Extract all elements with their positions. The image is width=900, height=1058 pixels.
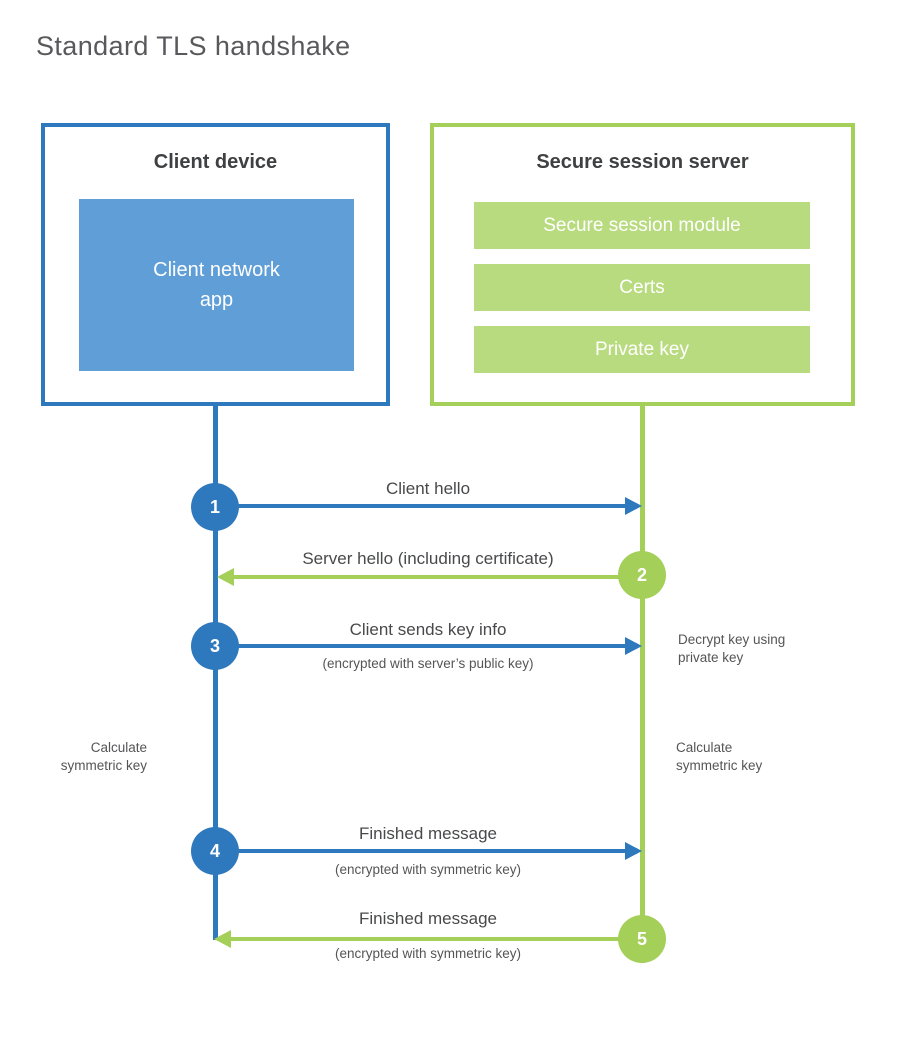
message-sublabel-finished-server: (encrypted with symmetric key) (334, 946, 522, 961)
note-calculate-symmetric-right: Calculate symmetric key (676, 740, 763, 773)
message-label-server-hello: Server hello (including certificate) (302, 549, 554, 568)
step-circle-3: 3 (191, 622, 239, 670)
message-label-finished-client: Finished message (359, 824, 497, 843)
step-circle-2: 2 (618, 551, 666, 599)
arrowhead-left-icon (214, 930, 231, 948)
message-label-client-hello: Client hello (385, 479, 471, 498)
arrow-shaft (215, 504, 629, 508)
note-decrypt-key: Decrypt key using private key (678, 632, 786, 665)
server-module-certs: Certs (474, 264, 810, 311)
arrow-shaft (230, 575, 642, 579)
arrowhead-right-icon (625, 497, 642, 515)
client-network-app-label: Client network app (153, 259, 280, 311)
client-network-app-rect: Client network app (79, 199, 354, 371)
arrow-finished-server (214, 930, 642, 948)
message-sublabel-client-key-info: (encrypted with server’s public key) (322, 656, 534, 671)
step-circle-5: 5 (618, 915, 666, 963)
server-module-private-key: Private key (474, 326, 810, 373)
server-module-secure-session: Secure session module (474, 202, 810, 249)
arrow-shaft (227, 937, 642, 941)
arrow-finished-client (215, 842, 642, 860)
secure-session-server-title: Secure session server (536, 151, 749, 173)
arrowhead-left-icon (217, 568, 234, 586)
message-label-client-key-info: Client sends key info (349, 620, 507, 639)
note-calculate-symmetric-left: Calculate symmetric key (60, 740, 147, 773)
page-title: Standard TLS handshake (36, 31, 351, 61)
arrow-client-key-info (215, 637, 642, 655)
arrowhead-right-icon (625, 842, 642, 860)
secure-session-server-box: Secure session server Secure session mod… (430, 123, 855, 406)
client-device-box: Client device Client network app (41, 123, 390, 406)
arrowhead-right-icon (625, 637, 642, 655)
arrow-server-hello (217, 568, 642, 586)
step-circle-4: 4 (191, 827, 239, 875)
step-circle-1: 1 (191, 483, 239, 531)
client-device-title: Client device (153, 151, 278, 173)
arrow-client-hello (215, 497, 642, 515)
client-lifeline (213, 403, 218, 940)
message-label-finished-server: Finished message (359, 909, 497, 928)
arrow-shaft (215, 644, 629, 648)
message-sublabel-finished-client: (encrypted with symmetric key) (334, 862, 522, 877)
arrow-shaft (215, 849, 629, 853)
server-lifeline (640, 403, 645, 963)
